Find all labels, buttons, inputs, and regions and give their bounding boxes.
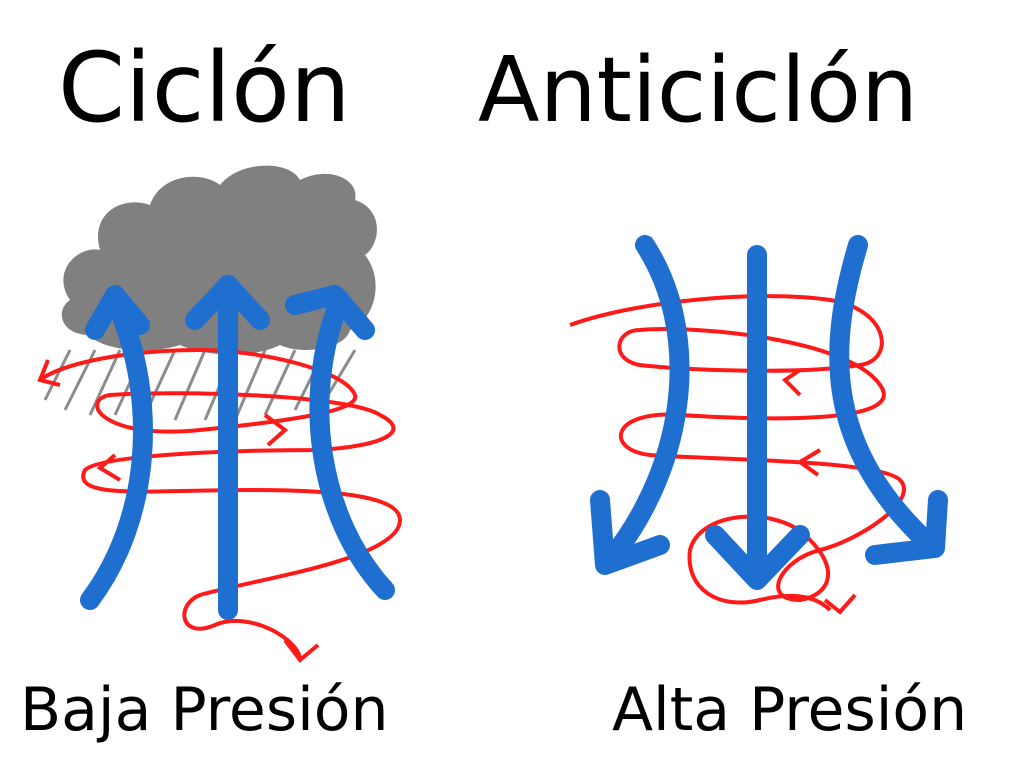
- anticyclone-title: Anticiclón: [478, 38, 918, 143]
- cyclone-rising-air-arrows: [80, 275, 395, 620]
- anticyclone-sinking-air-arrows: [590, 235, 948, 590]
- low-pressure-label: Baja Presión: [20, 675, 389, 745]
- high-pressure-label: Alta Presión: [612, 675, 968, 745]
- cyclone-title: Ciclón: [58, 32, 351, 144]
